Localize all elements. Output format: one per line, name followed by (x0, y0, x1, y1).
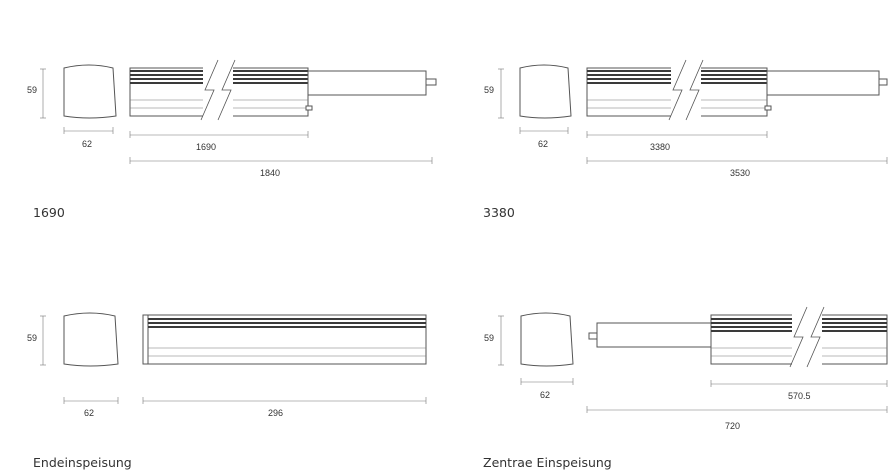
caption-1690: 1690 (33, 205, 65, 220)
length-dim-label: 296 (268, 408, 283, 418)
drawing-endeinspeisung: 59 62 296 (0, 236, 445, 473)
connector-end (307, 70, 427, 96)
drawing-3380: 59 62 3380 3530 (445, 0, 891, 236)
drawing-zentrae-einspeisung: 59 62 570.5 720 (445, 236, 891, 473)
height-dim-label: 59 (484, 333, 494, 343)
drawing-endeinspeisung-svg: 59 62 296 (27, 312, 427, 418)
caption-endeinspeisung: Endeinspeisung (33, 455, 132, 470)
total-dim-label: 720 (725, 421, 740, 431)
width-dim-label: 62 (84, 408, 94, 418)
connector-end (766, 70, 880, 96)
caption-3380: 3380 (483, 205, 515, 220)
length-dim-label: 1690 (196, 142, 216, 152)
drawing-1690-svg: 59 62 1690 1840 (27, 59, 437, 178)
connector-end (596, 322, 712, 348)
height-dim-label: 59 (27, 333, 37, 343)
drawing-zentrae-einspeisung-svg: 59 62 570.5 720 (484, 306, 888, 431)
width-dim-label: 62 (82, 139, 92, 149)
caption-zentrae-einspeisung: Zentrae Einspeisung (483, 455, 612, 470)
total-dim-label: 3530 (730, 168, 750, 178)
cross-section-profile (63, 312, 119, 367)
drawing-3380-svg: 59 62 3380 3530 (484, 59, 888, 178)
width-dim-label: 62 (538, 139, 548, 149)
length-dim-label: 570.5 (788, 391, 811, 401)
height-dim-label: 59 (484, 85, 494, 95)
drawing-1690: 59 62 1690 1840 (0, 0, 445, 236)
length-dim-label: 3380 (650, 142, 670, 152)
width-dim-label: 62 (540, 390, 550, 400)
height-dim-label: 59 (27, 85, 37, 95)
cross-section-profile (519, 64, 572, 119)
cross-section-profile (520, 312, 574, 367)
total-dim-label: 1840 (260, 168, 280, 178)
cross-section-profile (63, 64, 117, 119)
